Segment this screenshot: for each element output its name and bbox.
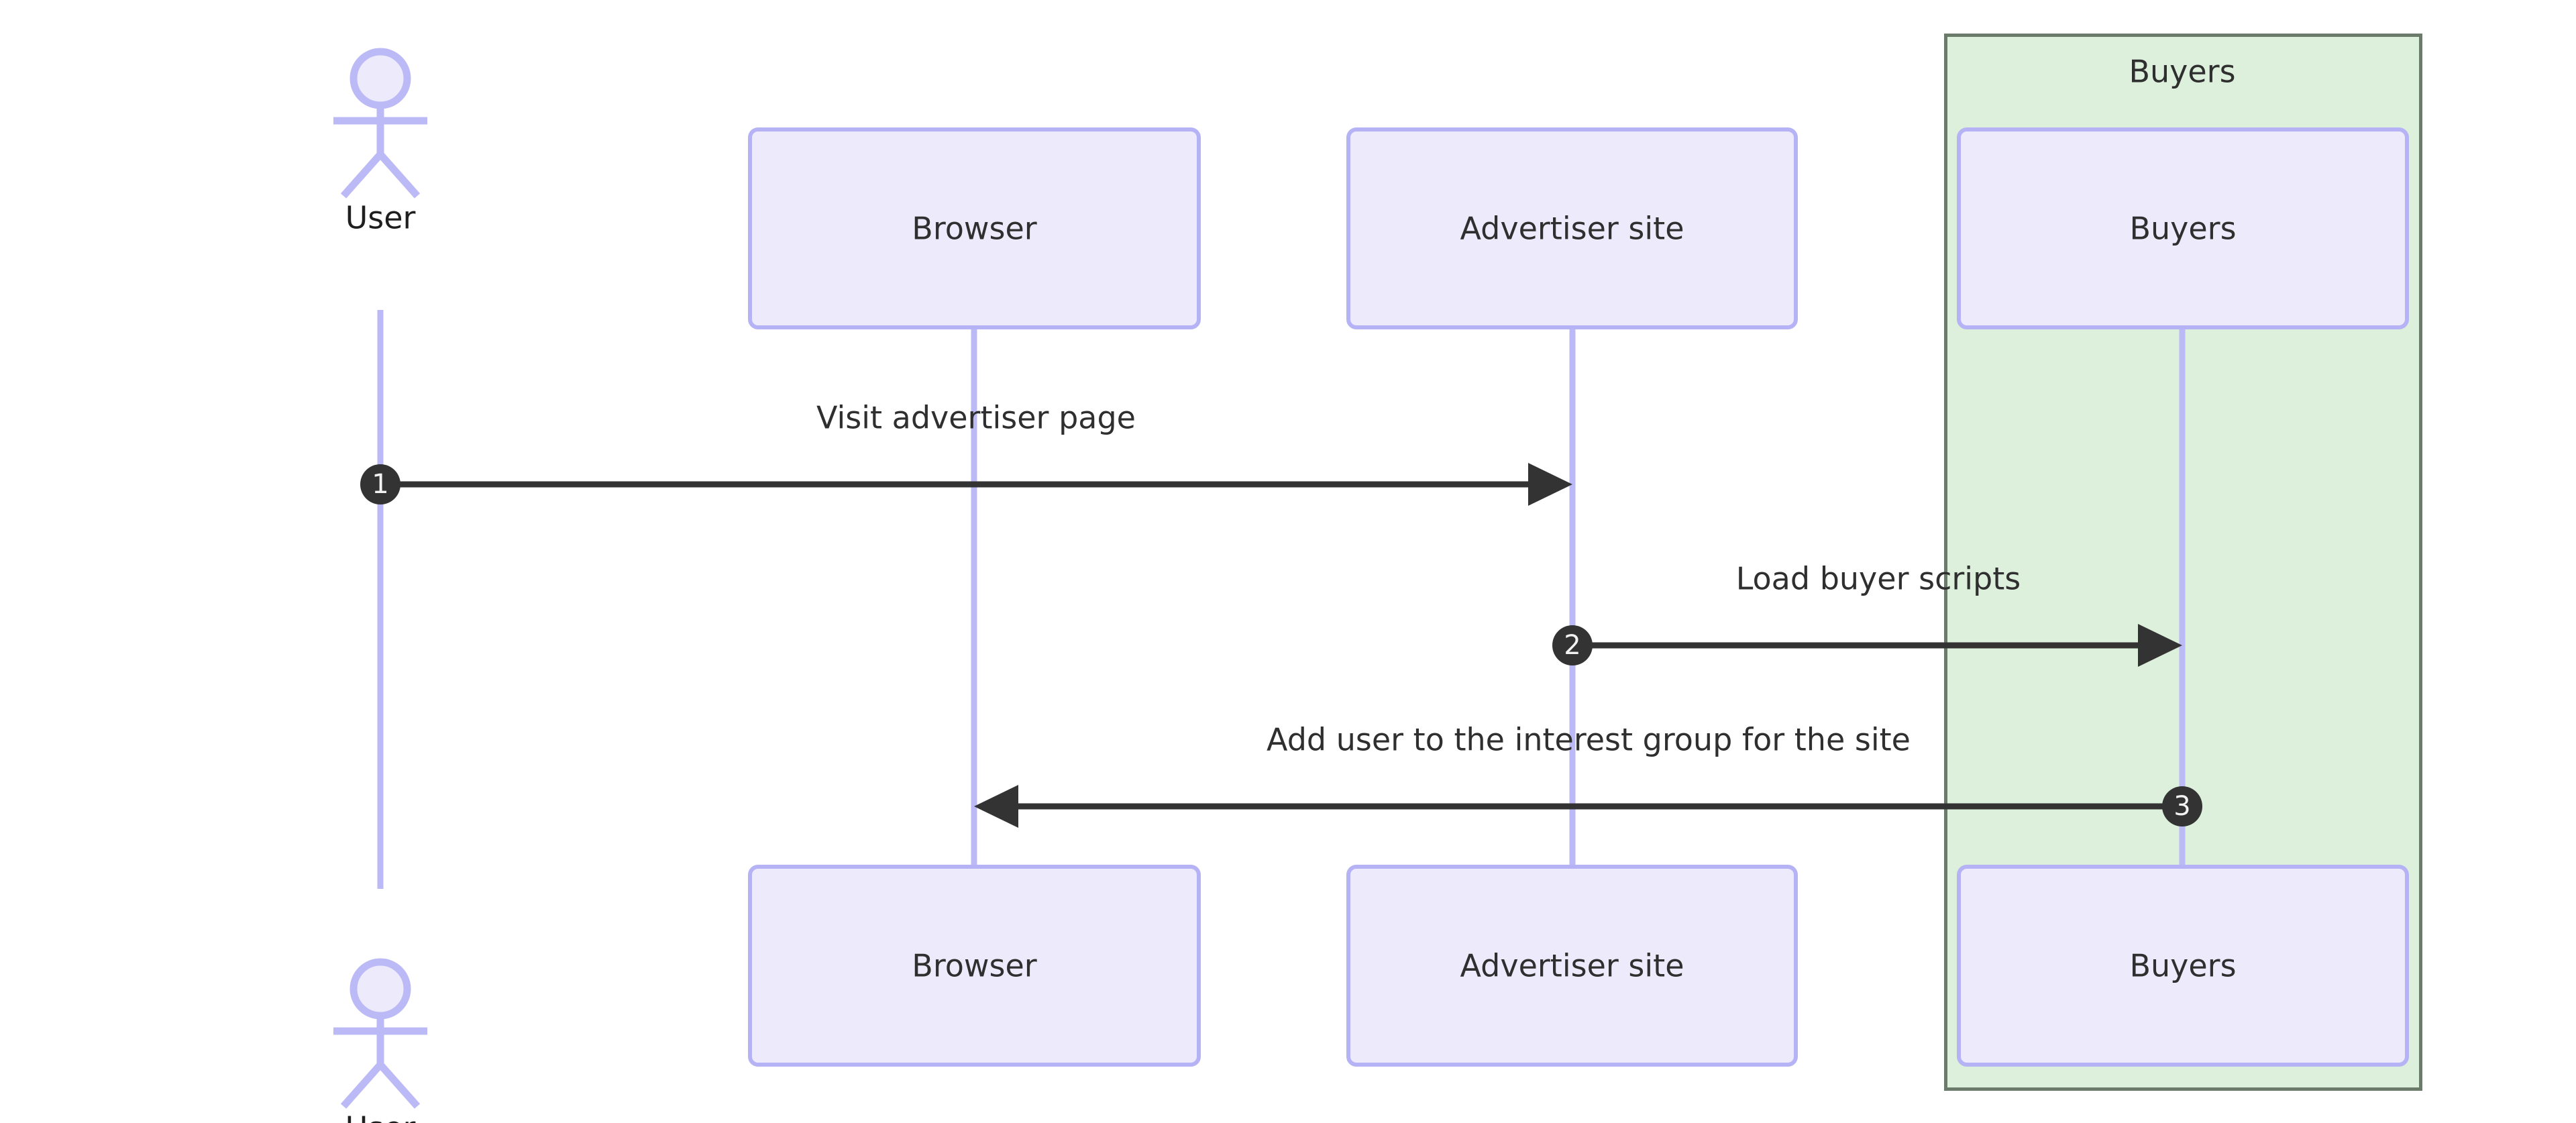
message-sequence-badge[interactable]: [1552, 625, 1593, 665]
participant-browser-top[interactable]: Browser: [748, 127, 1201, 329]
participant-label: Advertiser site: [1460, 948, 1684, 984]
message-label: Load buyer scripts: [1736, 561, 2021, 597]
participant-box[interactable]: [748, 127, 1201, 329]
message-sequence-badge[interactable]: [360, 464, 400, 504]
message-arrowhead-right: [2138, 624, 2182, 667]
actor-head-icon: [350, 958, 411, 1020]
message-2[interactable]: Load buyer scripts 2: [1552, 561, 2182, 667]
participant-box[interactable]: [748, 865, 1201, 1067]
message-sequence-number: 1: [372, 469, 388, 500]
message-label: Add user to the interest group for the s…: [1267, 722, 1911, 758]
actor-leg-right-icon: [377, 152, 421, 199]
participant-buyers-bottom[interactable]: Buyers: [1957, 865, 2409, 1067]
participant-advertiser-bottom[interactable]: Advertiser site: [1346, 865, 1798, 1067]
group-label: Buyers: [2129, 54, 2235, 90]
actor-user-bottom[interactable]: User: [333, 958, 427, 1123]
participant-box[interactable]: [1957, 865, 2409, 1067]
participant-label: Advertiser site: [1460, 211, 1684, 247]
participant-label: Browser: [912, 211, 1036, 247]
lifelines: [377, 310, 2186, 889]
participant-box[interactable]: [1346, 865, 1798, 1067]
actor-user-top[interactable]: User: [333, 48, 427, 236]
message-sequence-number: 2: [1564, 630, 1580, 661]
participant-label: Buyers: [2129, 211, 2236, 247]
participant-box[interactable]: [1957, 127, 2409, 329]
message-1[interactable]: Visit advertiser page 1: [360, 400, 1572, 506]
message-arrowhead-left: [974, 785, 1018, 828]
actor-head-icon: [350, 48, 411, 109]
message-label: Visit advertiser page: [816, 400, 1136, 436]
participant-browser-bottom[interactable]: Browser: [748, 865, 1201, 1067]
actor-leg-left-icon: [340, 152, 384, 199]
actor-leg-right-icon: [377, 1062, 421, 1109]
participant-box[interactable]: [1346, 127, 1798, 329]
message-arrowhead-right: [1528, 463, 1572, 506]
message-3[interactable]: Add user to the interest group for the s…: [974, 722, 2202, 828]
participant-label: Browser: [912, 948, 1036, 984]
participant-buyers-top[interactable]: Buyers: [1957, 127, 2409, 329]
message-sequence-badge[interactable]: [2162, 786, 2202, 826]
actor-label-top: User: [345, 200, 416, 236]
actor-label-bottom: User: [345, 1110, 416, 1123]
actor-leg-left-icon: [340, 1062, 384, 1109]
participant-label: Buyers: [2129, 948, 2236, 984]
message-sequence-number: 3: [2174, 791, 2190, 822]
participant-advertiser-top[interactable]: Advertiser site: [1346, 127, 1798, 329]
